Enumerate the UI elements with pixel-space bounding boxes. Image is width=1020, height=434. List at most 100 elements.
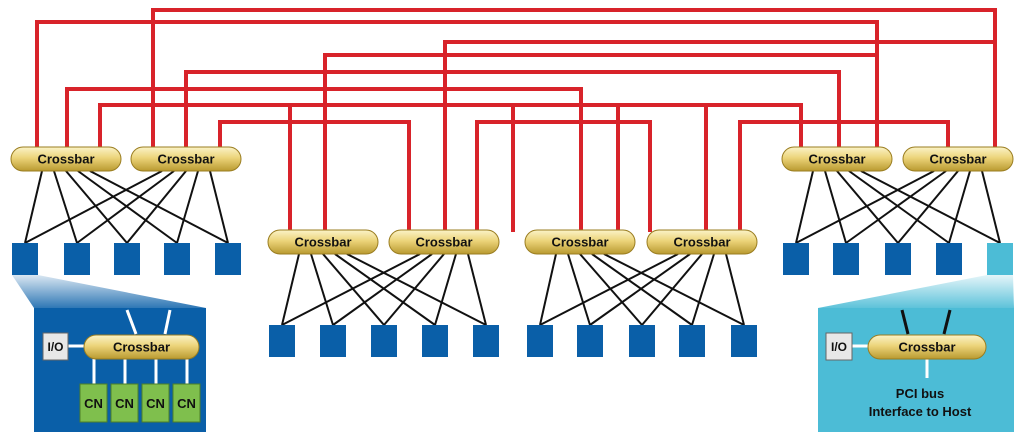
compute-node xyxy=(833,243,859,275)
inset-wire xyxy=(942,309,952,335)
inset-crossbar-label: Crossbar xyxy=(113,340,170,355)
host-inset-panel xyxy=(818,308,1014,432)
node-wire xyxy=(848,170,950,244)
inter-switch-link xyxy=(151,8,997,147)
compute-node xyxy=(936,243,962,275)
node-wire xyxy=(53,170,78,244)
node-wire xyxy=(126,170,187,244)
node-wire xyxy=(24,170,43,244)
node-wire xyxy=(281,253,300,326)
inter-switch-links xyxy=(35,8,997,232)
crossbar-switch xyxy=(130,146,242,172)
node-detail-inset: I/O Crossbar CN CN CN CN xyxy=(34,308,206,432)
cn-box xyxy=(141,383,170,423)
io-label: I/O xyxy=(47,340,63,354)
node-wire xyxy=(322,253,385,326)
node-wire xyxy=(310,253,334,326)
inset-wire xyxy=(163,309,172,335)
node-wire xyxy=(176,170,199,244)
node-wire xyxy=(76,170,175,244)
compute-node xyxy=(577,325,603,357)
node-wire xyxy=(589,253,691,326)
crossbar-switch xyxy=(10,146,122,172)
node-wire xyxy=(567,253,591,326)
crossbar-label: Crossbar xyxy=(294,235,351,250)
inter-switch-link xyxy=(443,40,997,232)
crossbar-label: Crossbar xyxy=(673,235,730,250)
inter-switch-link xyxy=(475,120,652,232)
inset-wire xyxy=(900,309,910,335)
crossbar-label: Crossbar xyxy=(157,152,214,167)
node-callout xyxy=(12,275,206,308)
node-wire xyxy=(346,253,487,326)
node-wires xyxy=(24,170,1001,326)
node-wire xyxy=(467,253,487,326)
cn-label: CN xyxy=(177,396,196,411)
cn-box xyxy=(110,383,139,423)
crossbar-label: Crossbar xyxy=(929,152,986,167)
io-box xyxy=(42,332,69,361)
crossbar-switch xyxy=(388,229,500,255)
node-wire xyxy=(860,170,1001,244)
node-wire xyxy=(209,170,229,244)
inset-crossbar xyxy=(867,334,987,360)
compute-node xyxy=(731,325,757,357)
compute-node xyxy=(679,325,705,357)
node-wire xyxy=(332,253,433,326)
compute-nodes xyxy=(12,243,1013,357)
compute-node xyxy=(164,243,190,275)
compute-node xyxy=(422,325,448,357)
compute-node xyxy=(473,325,499,357)
crossbar-switch xyxy=(646,229,758,255)
compute-node xyxy=(320,325,346,357)
crossbar-switch xyxy=(781,146,893,172)
inter-switch-link xyxy=(184,70,841,147)
node-wire xyxy=(77,170,178,244)
cn-box xyxy=(172,383,201,423)
crossbar-label: Crossbar xyxy=(37,152,94,167)
node-wire xyxy=(641,253,703,326)
inter-switch-link xyxy=(288,103,515,232)
node-wire xyxy=(897,170,959,244)
compute-node xyxy=(629,325,655,357)
compute-node xyxy=(783,243,809,275)
inset-crossbar xyxy=(83,334,200,360)
host-node xyxy=(987,243,1013,275)
node-wire xyxy=(836,170,899,244)
crossbar-switch xyxy=(267,229,379,255)
node-wire xyxy=(24,170,163,244)
io-box xyxy=(825,332,853,361)
node-wire xyxy=(691,253,715,326)
node-wire xyxy=(824,170,847,244)
node-wire xyxy=(539,253,679,326)
pci-bus-label: PCI bus xyxy=(896,386,944,401)
crossbar-label: Crossbar xyxy=(808,152,865,167)
node-wire xyxy=(434,253,457,326)
inter-switch-link xyxy=(218,120,411,232)
inter-switch-link xyxy=(323,53,879,232)
compute-node xyxy=(371,325,397,357)
compute-node xyxy=(269,325,295,357)
node-wire xyxy=(89,170,229,244)
node-wire xyxy=(539,253,557,326)
node-wire xyxy=(795,170,814,244)
cn-label: CN xyxy=(115,396,134,411)
crossbar-label: Crossbar xyxy=(415,235,472,250)
node-wire xyxy=(603,253,745,326)
cn-box xyxy=(79,383,108,423)
inset-callouts xyxy=(12,275,1014,308)
compute-node xyxy=(64,243,90,275)
node-wire xyxy=(65,170,128,244)
node-wire xyxy=(383,253,445,326)
cn-label: CN xyxy=(146,396,165,411)
host-interface-label: Interface to Host xyxy=(869,404,972,419)
compute-node xyxy=(114,243,140,275)
node-wire xyxy=(948,170,971,244)
inter-switch-link xyxy=(616,103,803,232)
node-wire xyxy=(725,253,745,326)
inset-crossbar-label: Crossbar xyxy=(898,340,955,355)
node-wire xyxy=(795,170,935,244)
compute-node xyxy=(12,243,38,275)
